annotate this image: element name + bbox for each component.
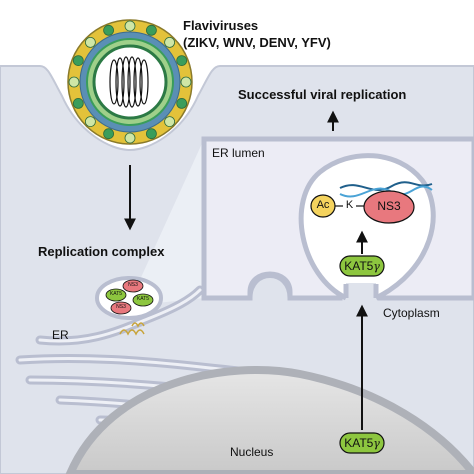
er-label: ER: [52, 328, 69, 342]
er-lumen-label: ER lumen: [212, 146, 265, 160]
envelope-protein: [176, 55, 188, 66]
virus-subtitle: (ZIKV, WNV, DENV, YFV): [183, 35, 331, 50]
kat5-label-inset: KAT5γ: [340, 259, 384, 273]
virion-spikes: [68, 20, 192, 144]
er-lumen-inset: [201, 136, 474, 303]
ac-label: Ac: [316, 199, 330, 211]
rc-kat5-right: [132, 293, 154, 307]
envelope-protein: [72, 98, 84, 109]
envelope-protein: [164, 116, 176, 127]
nucleus-label: Nucleus: [230, 445, 274, 459]
envelope-protein: [85, 116, 96, 127]
zoom-projection: [138, 139, 204, 304]
kat5-gamma: γ: [373, 437, 380, 450]
envelope-protein: [68, 76, 80, 88]
rc-ns3-top-label: NS3: [128, 282, 138, 288]
kat5-name: KAT5: [344, 259, 374, 273]
ns3-label: NS3: [377, 199, 401, 213]
rc-kat5-left: [105, 288, 127, 302]
ns3-bubble: [363, 190, 415, 224]
virus-title: Flaviviruses: [183, 18, 259, 33]
kat5-pill-cytoplasm: [339, 432, 385, 454]
envelope-protein: [176, 98, 188, 109]
rc-kat5-right-label: KAT5: [136, 296, 150, 302]
envelope-protein: [103, 24, 114, 36]
rc-kat5-left-label: KAT5: [109, 291, 123, 297]
kat5-label-cytoplasm: KAT5γ: [340, 436, 384, 450]
kat5-pill-inset: [339, 255, 385, 277]
envelope-protein: [164, 37, 176, 48]
viral-rna: [109, 56, 149, 108]
envelope-protein: [85, 37, 96, 48]
envelope-protein: [145, 128, 157, 140]
rc-ns3-top: [122, 279, 144, 293]
cytoplasm-label: Cytoplasm: [383, 306, 440, 320]
envelope-protein: [103, 128, 114, 140]
envelope-protein: [124, 20, 136, 32]
replication-complex-label: Replication complex: [38, 244, 165, 259]
kat5-name: KAT5: [344, 436, 374, 450]
lysine-label: K: [345, 199, 354, 211]
envelope-protein: [180, 76, 192, 88]
rc-ns3-bottom-label: NS3: [116, 304, 126, 310]
rc-ns3-bottom: [110, 301, 132, 315]
outcome-label: Successful viral replication: [238, 87, 407, 102]
envelope-protein: [124, 132, 136, 144]
virion: [67, 19, 193, 145]
envelope-protein: [72, 55, 84, 66]
kat5-gamma: γ: [373, 260, 380, 273]
envelope-protein: [145, 24, 157, 36]
er-replication-spots: [119, 322, 145, 336]
